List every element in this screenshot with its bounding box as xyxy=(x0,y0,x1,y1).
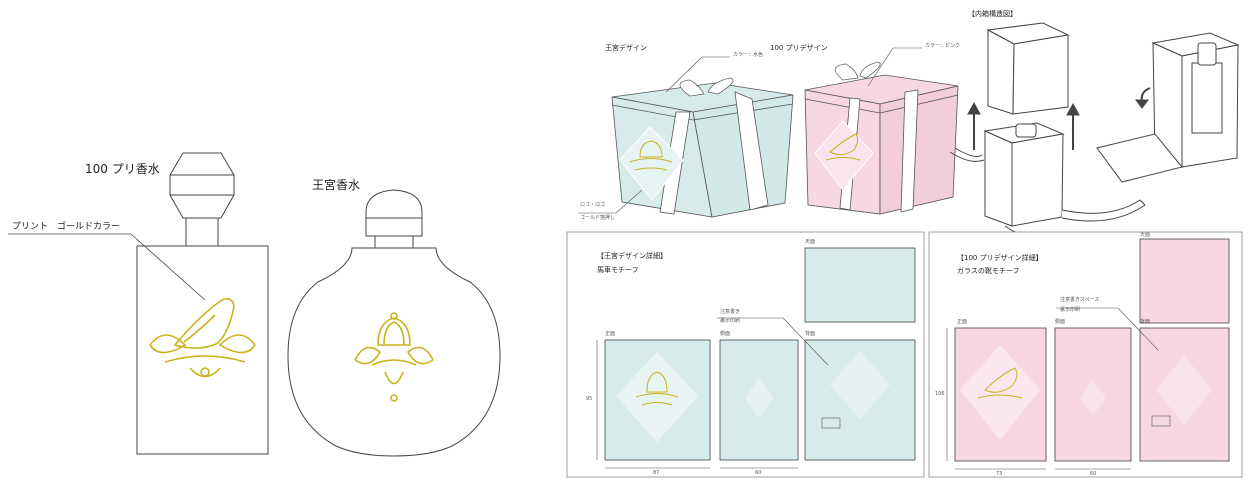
pri-front-slipper xyxy=(977,367,1023,399)
pri-dim-height: 106 xyxy=(935,391,945,397)
bottle-pri-neck xyxy=(185,217,219,247)
box-pri-slipper xyxy=(825,133,861,161)
royal-back-diamond xyxy=(830,350,890,420)
royal-top-face xyxy=(804,247,916,323)
bottle-royal-label: 王宮香水 xyxy=(312,178,361,192)
pri-panel-title: 【100 プリデザイン詳細】 xyxy=(957,254,1043,262)
royal-dimensions xyxy=(596,340,798,469)
bottle-royal-cap xyxy=(365,189,423,219)
royal-note-pointer xyxy=(782,317,829,366)
glass-slipper-emblem xyxy=(149,298,256,378)
bottle-pri-body xyxy=(136,245,269,455)
pri-dim-side: 60 xyxy=(1090,471,1097,477)
royal-panel-motif: 馬車モチーフ xyxy=(597,266,639,274)
pri-note-pointer xyxy=(1117,307,1159,351)
royal-note-1: 注意書き xyxy=(720,309,741,315)
royal-note-2: 裏示印刷 xyxy=(720,318,741,324)
royal-side-diamond xyxy=(745,378,773,418)
royal-dim-front: 87 xyxy=(653,470,660,476)
pri-top-face-label: 天面 xyxy=(1140,232,1151,238)
royal-ribbon-note: カラー：水色 xyxy=(733,52,764,58)
royal-top-face-label: 天面 xyxy=(805,239,816,245)
bottle-royal-body xyxy=(287,247,501,457)
bottle-royal-neck xyxy=(374,235,414,249)
bottle-pri-cap xyxy=(169,152,235,219)
royal-dim-side: 60 xyxy=(755,470,762,476)
inner-structure-title: 【内箱構造図】 xyxy=(968,10,1017,18)
crown-emblem xyxy=(354,312,434,402)
box-pri-bow xyxy=(834,61,881,81)
royal-back-barcode xyxy=(821,417,841,429)
pri-back-face-label: 背面 xyxy=(1140,319,1151,325)
royal-front-diamond xyxy=(616,352,698,442)
box-royal xyxy=(611,82,794,218)
pri-front-diamond xyxy=(960,345,1040,440)
inner-box-base xyxy=(949,122,1146,247)
box-pri-side xyxy=(879,85,959,215)
pri-label-pointer xyxy=(867,47,894,87)
pri-top-face xyxy=(1139,238,1230,324)
bottle-pri-label: 100 プリ香水 xyxy=(85,162,160,176)
box-royal-crest xyxy=(629,140,673,171)
pri-dimensions xyxy=(946,328,1131,470)
pri-front-face-label: 正面 xyxy=(957,319,968,325)
box-royal-bow xyxy=(679,77,734,97)
inner-box-lid xyxy=(986,22,1070,115)
logo-note-1: ロゴ・ロゴ xyxy=(580,202,606,208)
logo-note-2: ゴールド箔押し xyxy=(580,215,616,221)
bottle-royal xyxy=(287,189,501,457)
royal-front-face-label: 正面 xyxy=(605,331,616,337)
pri-side-face-label: 側面 xyxy=(1055,319,1066,325)
pri-back-diamond xyxy=(1156,355,1212,425)
royal-front-crest xyxy=(635,371,679,406)
box-pri-diamond xyxy=(814,120,874,191)
royal-box-label: 王宮デザイン xyxy=(605,44,647,52)
pri-ribbon-note: カラー：ピンク xyxy=(925,43,961,49)
print-note-pointer xyxy=(130,233,206,301)
pri-back-barcode xyxy=(1151,415,1171,427)
box-royal-ribbon xyxy=(734,91,769,211)
print-note-label: プリント ゴールドカラー xyxy=(12,222,121,232)
pri-note-2: 裏示印刷 xyxy=(1060,307,1081,313)
royal-panel-title: 【王宮デザイン詳細】 xyxy=(597,252,667,260)
box-royal-diamond xyxy=(619,126,684,201)
lift-arrows xyxy=(967,101,1080,150)
pri-panel-motif: ガラスの靴モチーフ xyxy=(957,267,1020,275)
pri-note-1: 注意書きスペース xyxy=(1060,297,1100,303)
bottle-pri xyxy=(136,152,269,455)
royal-back-face-label: 背面 xyxy=(805,331,816,337)
royal-dim-height: 95 xyxy=(586,396,593,402)
royal-label-pointer xyxy=(665,56,703,93)
inner-box-open xyxy=(1096,32,1240,183)
bottle-royal-cap-band xyxy=(365,217,423,237)
royal-side-face-label: 側面 xyxy=(720,331,731,337)
pri-box-label: 100 プリデザイン xyxy=(770,44,828,52)
pri-side-diamond xyxy=(1080,380,1106,416)
pri-dim-front: 73 xyxy=(996,471,1003,477)
box-pri-ribbon xyxy=(900,89,919,213)
box-pri xyxy=(804,74,959,215)
